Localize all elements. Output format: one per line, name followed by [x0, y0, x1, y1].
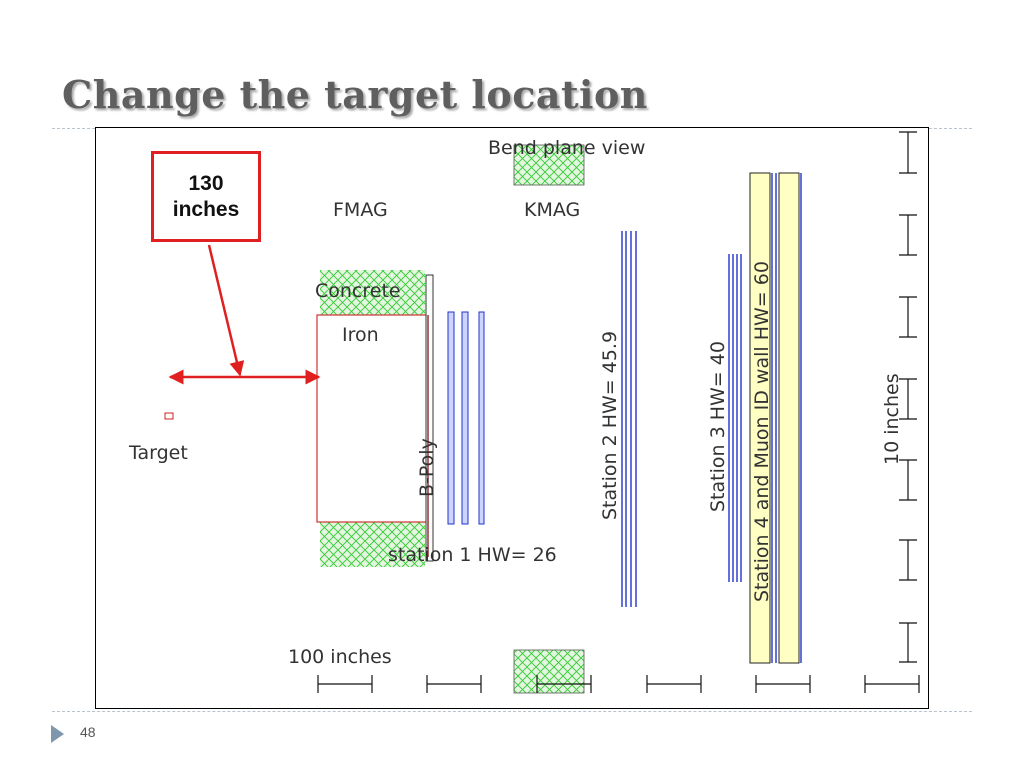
target-marker [164, 412, 174, 420]
station-2-planes [621, 231, 637, 607]
b-poly-label: B-Poly [416, 438, 438, 497]
fmag-concrete-top [320, 270, 425, 315]
iron-label: Iron [342, 324, 379, 346]
callout-pointer [207, 244, 245, 377]
b-poly-absorber [425, 274, 434, 562]
horizontal-scale-bars [317, 675, 920, 693]
slide-title: Change the target location [62, 72, 648, 117]
kmag-label: KMAG [524, 199, 580, 221]
callout-value: 130 [188, 172, 224, 196]
kmag-concrete-bottom [513, 649, 585, 694]
station-4-muon-id-wall [749, 172, 802, 664]
scale-x-label: 100 inches [288, 646, 392, 668]
vertical-scale-bars [899, 131, 917, 663]
fmag-label: FMAG [333, 199, 388, 221]
distance-callout: 130 inches [151, 151, 261, 242]
fmag-concrete-bottom [320, 522, 425, 567]
footer-divider [52, 711, 972, 712]
station-3-planes [728, 254, 742, 582]
kmag-concrete-top [513, 144, 585, 186]
station-1-planes [447, 311, 485, 525]
page-number: 48 [80, 724, 96, 740]
concrete-label: Concrete [315, 280, 401, 302]
fmag-iron [316, 314, 429, 523]
station-4-label: Station 4 and Muon ID wall HW= 60 [751, 261, 773, 602]
station-1-label: station 1 HW= 26 [388, 544, 557, 566]
station-3-label: Station 3 HW= 40 [707, 341, 729, 512]
view-label: Bend plane view [488, 137, 645, 159]
station-2-label: Station 2 HW= 45.9 [599, 331, 621, 520]
callout-unit: inches [172, 197, 240, 221]
page-arrow-icon [51, 725, 64, 743]
scale-y-label: 10 inches [881, 373, 903, 465]
target-label: Target [128, 442, 188, 464]
